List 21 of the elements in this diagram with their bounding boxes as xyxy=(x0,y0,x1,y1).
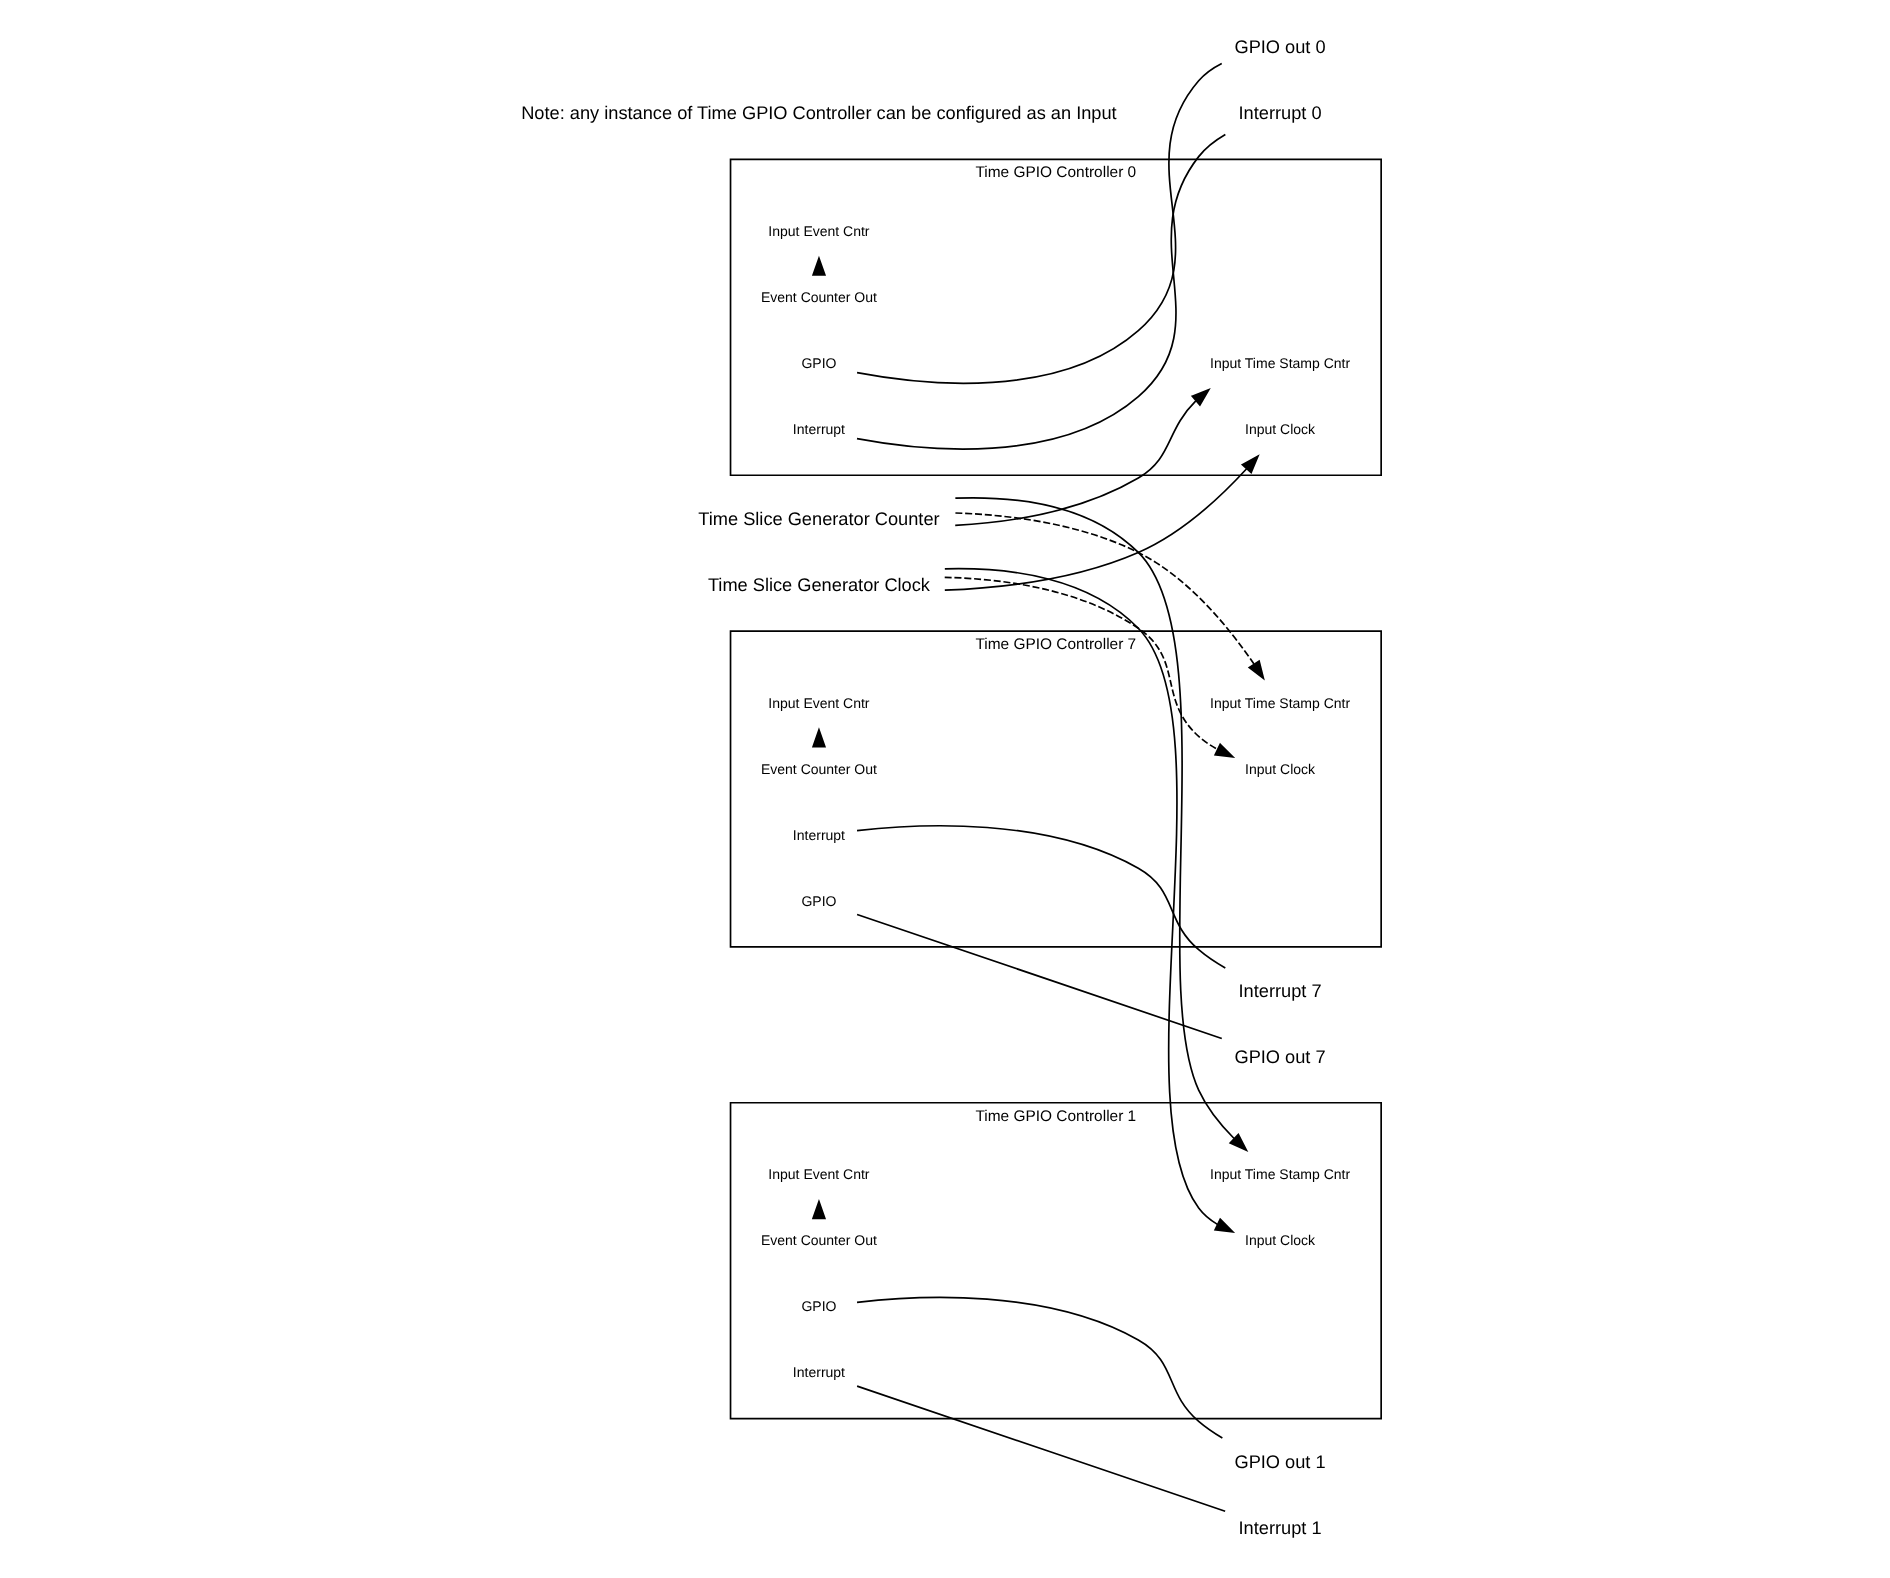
node-text: Interrupt 7 xyxy=(1237,980,1321,1001)
arrow xyxy=(953,388,1210,527)
arrow xyxy=(953,497,1248,1153)
connector xyxy=(855,62,1222,385)
arrow xyxy=(942,454,1259,591)
connector xyxy=(855,824,1226,969)
node-text: GPIO out 0 xyxy=(1233,37,1325,58)
arrow xyxy=(953,512,1264,681)
node-text: Time Slice Generator Counter xyxy=(697,508,939,529)
node-text: GPIO out 7 xyxy=(1233,1046,1325,1067)
connector xyxy=(855,1296,1223,1439)
arrow xyxy=(943,567,1235,1233)
label: Note: any instance of Time GPIO Controller can be configured as an Input xyxy=(520,103,1116,124)
node-text: GPIO out 1 xyxy=(1233,1452,1325,1473)
arrow xyxy=(942,576,1235,758)
connector xyxy=(855,913,1222,1040)
node-text: Interrupt 0 xyxy=(1237,103,1321,124)
connector xyxy=(855,1385,1225,1513)
node-text: Interrupt 1 xyxy=(1237,1518,1321,1539)
connector xyxy=(855,133,1226,450)
node-text: Time Slice Generator Clock xyxy=(706,574,930,595)
